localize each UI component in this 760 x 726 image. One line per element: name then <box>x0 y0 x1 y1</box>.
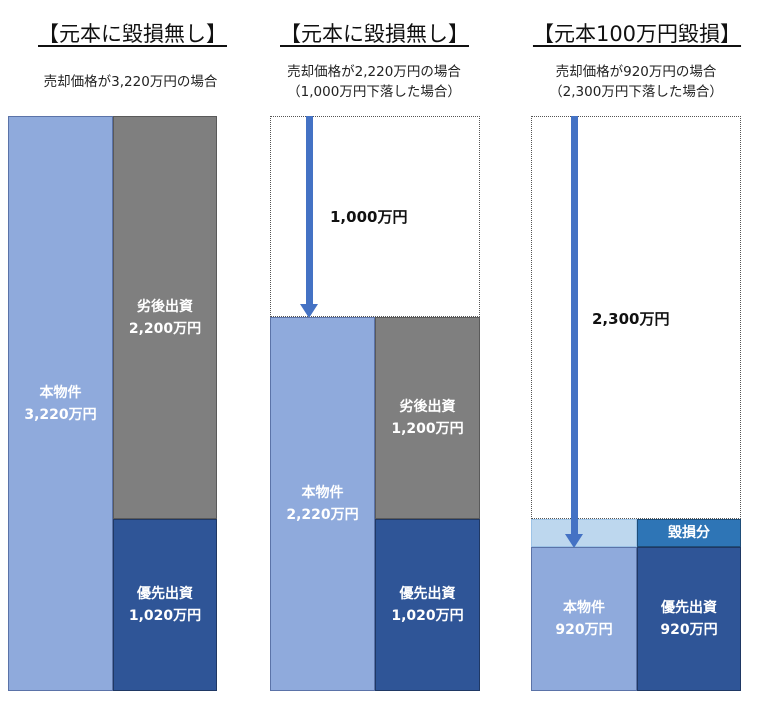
scenario3-original-value-outline <box>531 116 741 519</box>
scenario2-senior-block: 優先出資 1,020万円 <box>375 519 480 691</box>
scenario2-subordinate-amount: 1,200万円 <box>391 421 464 437</box>
scenario2-title: 【元本に毀損無し】 <box>280 22 469 46</box>
scenario1-property-label: 本物件 <box>39 384 82 401</box>
scenario2-original-value-outline <box>270 116 480 317</box>
scenario1-subordinate-amount: 2,200万円 <box>128 320 202 337</box>
scenario3-loss-pale-segment <box>531 519 637 547</box>
scenario2-property-block: 本物件 2,220万円 <box>270 317 375 691</box>
scenario2-senior-amount: 1,020万円 <box>391 608 464 624</box>
scenario1-senior-amount: 1,020万円 <box>128 608 202 624</box>
scenario3-senior-block: 優先出資 920万円 <box>637 547 741 691</box>
scenario3-title: 【元本100万円毀損】 <box>532 22 742 46</box>
scenario3-drop-arrowhead <box>565 534 583 548</box>
scenario2-subtitle-line2: （1,000万円下落した場合） <box>287 84 461 100</box>
scenario1-property-amount: 3,220万円 <box>24 406 97 423</box>
scenario3-property-block: 本物件 920万円 <box>531 547 637 691</box>
scenario1-title: 【元本に毀損無し】 <box>38 22 227 46</box>
scenario3-subtitle-line2: （2,300万円下落した場合） <box>549 84 723 100</box>
scenario2-subordinate-label: 劣後出資 <box>399 399 456 415</box>
scenario1-subordinate-block: 劣後出資 2,200万円 <box>113 116 217 519</box>
scenario2-drop-arrowhead <box>300 304 318 318</box>
scenario1-senior-block: 優先出資 1,020万円 <box>113 519 217 691</box>
scenario1-subtitle: 売却価格が3,220万円の場合 <box>43 74 218 90</box>
scenario3-drop-arrow <box>571 116 578 535</box>
scenario3-senior-label: 優先出資 <box>661 600 717 616</box>
scenario1-subordinate-label: 劣後出資 <box>137 298 193 315</box>
scenario2-subordinate-block: 劣後出資 1,200万円 <box>375 317 480 519</box>
scenario2-drop-arrow <box>306 116 313 304</box>
scenario2-drop-amount: 1,000万円 <box>330 208 408 226</box>
scenario3-subtitle-line1: 売却価格が920万円の場合 <box>555 64 717 80</box>
scenario3-loss-segment: 毀損分 <box>637 519 741 547</box>
scenario3-property-label: 本物件 <box>563 600 605 616</box>
scenario1-property-block: 本物件 3,220万円 <box>8 116 113 691</box>
scenario1-senior-label: 優先出資 <box>137 586 193 602</box>
scenario2-property-amount: 2,220万円 <box>286 507 359 523</box>
scenario2-senior-label: 優先出資 <box>399 586 456 602</box>
scenario2-subtitle-line1: 売却価格が2,220万円の場合 <box>287 64 461 80</box>
scenario3-senior-amount: 920万円 <box>660 622 718 638</box>
scenario2-property-label: 本物件 <box>301 485 344 501</box>
scenario3-property-amount: 920万円 <box>555 622 613 638</box>
scenario3-loss-label: 毀損分 <box>668 525 710 541</box>
scenario3-drop-amount: 2,300万円 <box>592 310 670 328</box>
